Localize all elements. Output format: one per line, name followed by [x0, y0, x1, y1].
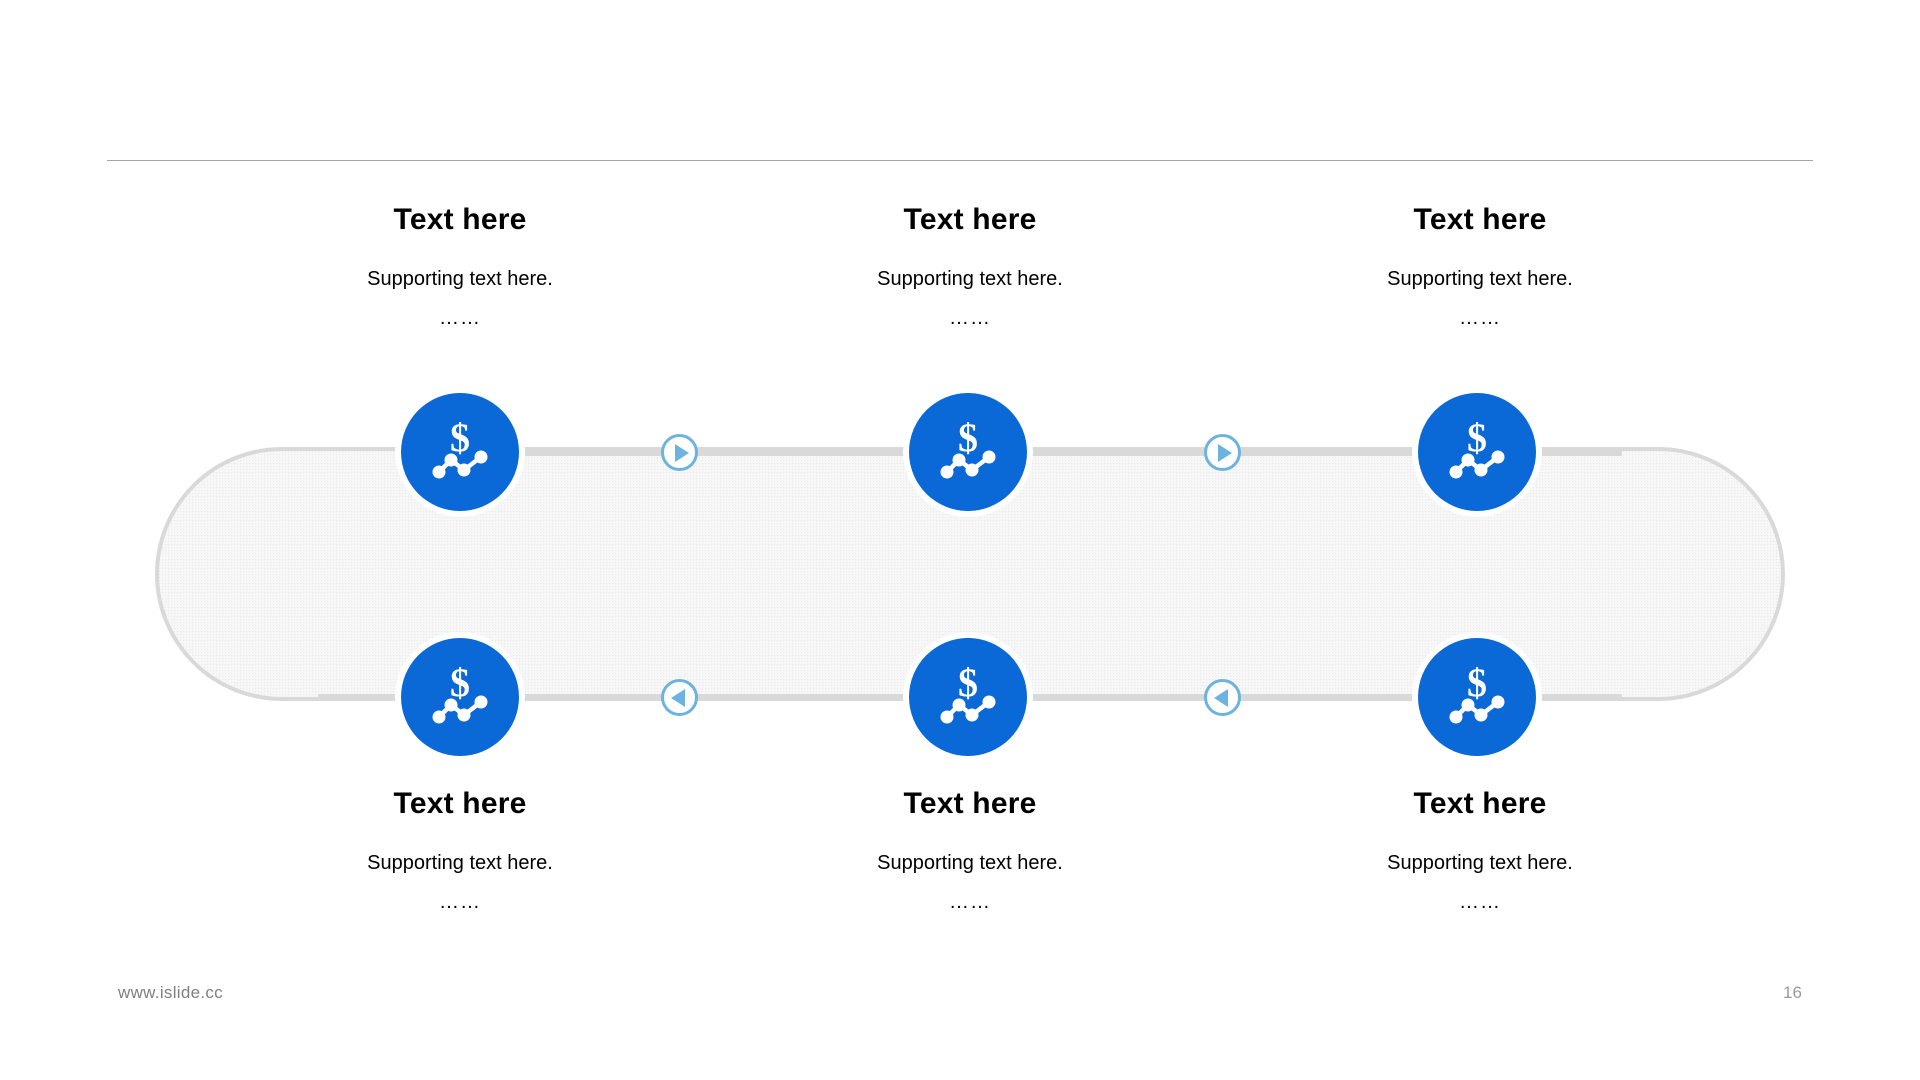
- connector-bar-bottom-3: [643, 694, 973, 701]
- item-subtitle: Supporting text here.: [877, 268, 1063, 290]
- item-ellipsis: ……: [1459, 307, 1501, 329]
- item-ellipsis: ……: [1459, 891, 1501, 913]
- item-subtitle: Supporting text here.: [1387, 268, 1573, 290]
- play-right-icon: [674, 443, 689, 462]
- connector-bar-top-5: [1522, 449, 1622, 456]
- item-ellipsis: ……: [949, 307, 991, 329]
- svg-text:$: $: [1467, 415, 1487, 460]
- connector-arrow-top-1[interactable]: [661, 434, 698, 471]
- connector-bar-top-2: [643, 449, 973, 456]
- item-title: Text here: [1413, 203, 1547, 236]
- connector-bar-top-3: [1013, 449, 1228, 456]
- svg-text:$: $: [450, 415, 470, 460]
- svg-text:$: $: [958, 660, 978, 705]
- dollar-line-chart-icon: $: [432, 415, 488, 479]
- connector-arrow-top-2[interactable]: [1204, 434, 1241, 471]
- node-circle-top-2[interactable]: $: [909, 393, 1027, 511]
- dollar-line-chart-icon: $: [1449, 415, 1505, 479]
- dollar-line-chart-icon: $: [940, 660, 996, 724]
- svg-text:$: $: [958, 415, 978, 460]
- item-title: Text here: [903, 203, 1037, 236]
- text-block-bottom-3: Text here Supporting text here. ……: [1270, 786, 1690, 916]
- item-title: Text here: [1413, 787, 1547, 820]
- node-circle-top-1[interactable]: $: [401, 393, 519, 511]
- connector-arrow-bottom-1[interactable]: [661, 679, 698, 716]
- connector-bar-bottom-5: [1152, 694, 1482, 701]
- item-ellipsis: ……: [439, 307, 481, 329]
- play-left-icon: [1213, 688, 1228, 707]
- item-ellipsis: ……: [949, 891, 991, 913]
- connector-arrow-bottom-2[interactable]: [1204, 679, 1241, 716]
- dollar-line-chart-icon: $: [1449, 660, 1505, 724]
- item-subtitle: Supporting text here.: [1387, 852, 1573, 874]
- text-block-top-3: Text here Supporting text here. ……: [1270, 202, 1690, 332]
- connector-bar-bottom-6: [1522, 694, 1622, 701]
- item-ellipsis: ……: [439, 891, 481, 913]
- text-block-top-1: Text here Supporting text here. ……: [250, 202, 670, 332]
- connector-bar-top-4: [1152, 449, 1482, 456]
- connector-bar-bottom-4: [1013, 694, 1228, 701]
- header-divider: [107, 160, 1813, 161]
- play-right-icon: [1217, 443, 1232, 462]
- text-block-bottom-2: Text here Supporting text here. ……: [760, 786, 1180, 916]
- node-circle-bottom-2[interactable]: $: [909, 638, 1027, 756]
- svg-text:$: $: [1467, 660, 1487, 705]
- item-title: Text here: [393, 203, 527, 236]
- connector-bar-top-1: [505, 449, 715, 456]
- connector-bar-bottom-1: [318, 694, 418, 701]
- connector-bar-bottom-2: [505, 694, 715, 701]
- dollar-line-chart-icon: $: [432, 660, 488, 724]
- play-left-icon: [670, 688, 685, 707]
- text-block-top-2: Text here Supporting text here. ……: [760, 202, 1180, 332]
- footer-website-url[interactable]: www.islide.cc: [118, 983, 223, 1002]
- text-block-bottom-1: Text here Supporting text here. ……: [250, 786, 670, 916]
- item-title: Text here: [903, 787, 1037, 820]
- node-circle-top-3[interactable]: $: [1418, 393, 1536, 511]
- footer-page-number: 16: [1783, 983, 1802, 1002]
- svg-text:$: $: [450, 660, 470, 705]
- item-subtitle: Supporting text here.: [367, 268, 553, 290]
- node-circle-bottom-1[interactable]: $: [401, 638, 519, 756]
- item-subtitle: Supporting text here.: [367, 852, 553, 874]
- node-circle-bottom-3[interactable]: $: [1418, 638, 1536, 756]
- item-subtitle: Supporting text here.: [877, 852, 1063, 874]
- item-title: Text here: [393, 787, 527, 820]
- dollar-line-chart-icon: $: [940, 415, 996, 479]
